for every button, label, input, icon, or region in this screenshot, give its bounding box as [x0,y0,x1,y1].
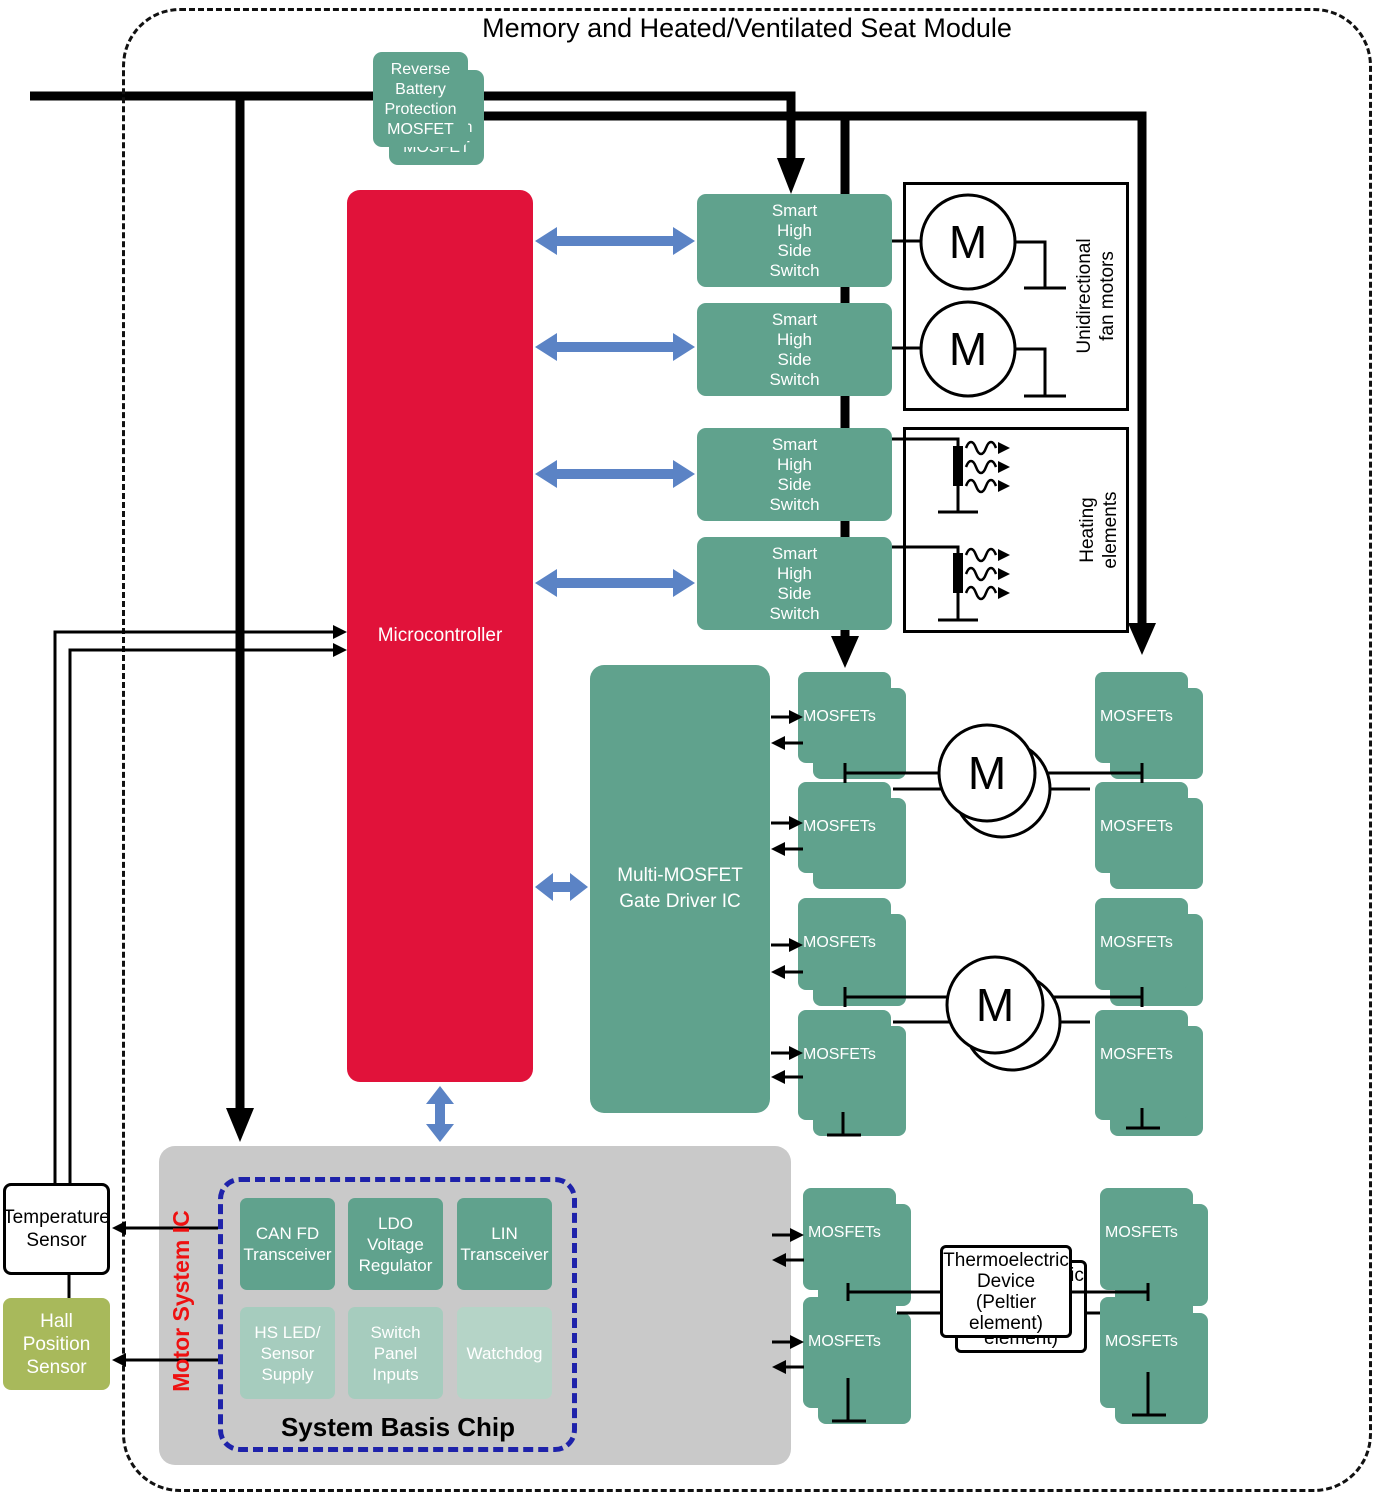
mosfets-block: MOSFETs [1095,782,1188,873]
mosfets-block: MOSFETs [1095,1010,1188,1120]
microcontroller: Microcontroller [347,190,533,1082]
mosfets-block: MOSFETs [798,1010,891,1120]
system-basis-chip-label: System Basis Chip [280,1412,516,1442]
sbc-watchdog: Watchdog [457,1307,552,1399]
mosfets-block: MOSFETs [798,898,891,990]
reverse-battery-mosfet: Reverse Battery Protection MOSFET [373,52,468,147]
motor-system-ic-label: Motor System IC [168,1210,194,1392]
diagram-title: Memory and Heated/Ventilated Seat Module [482,13,1012,43]
mosfets-block: MOSFETs [803,1297,896,1408]
system-basis-chip-boundary [218,1177,577,1452]
mosfets-block: MOSFETs [1100,1297,1193,1408]
mosfets-block: MOSFETs [803,1188,896,1290]
mosfets-block: MOSFETs [1095,898,1188,990]
mosfets-block: MOSFETs [798,672,891,763]
mosfets-block: MOSFETs [798,782,891,873]
mosfets-block: MOSFETs [1095,672,1188,763]
mosfets-block: MOSFETs [1100,1188,1193,1290]
